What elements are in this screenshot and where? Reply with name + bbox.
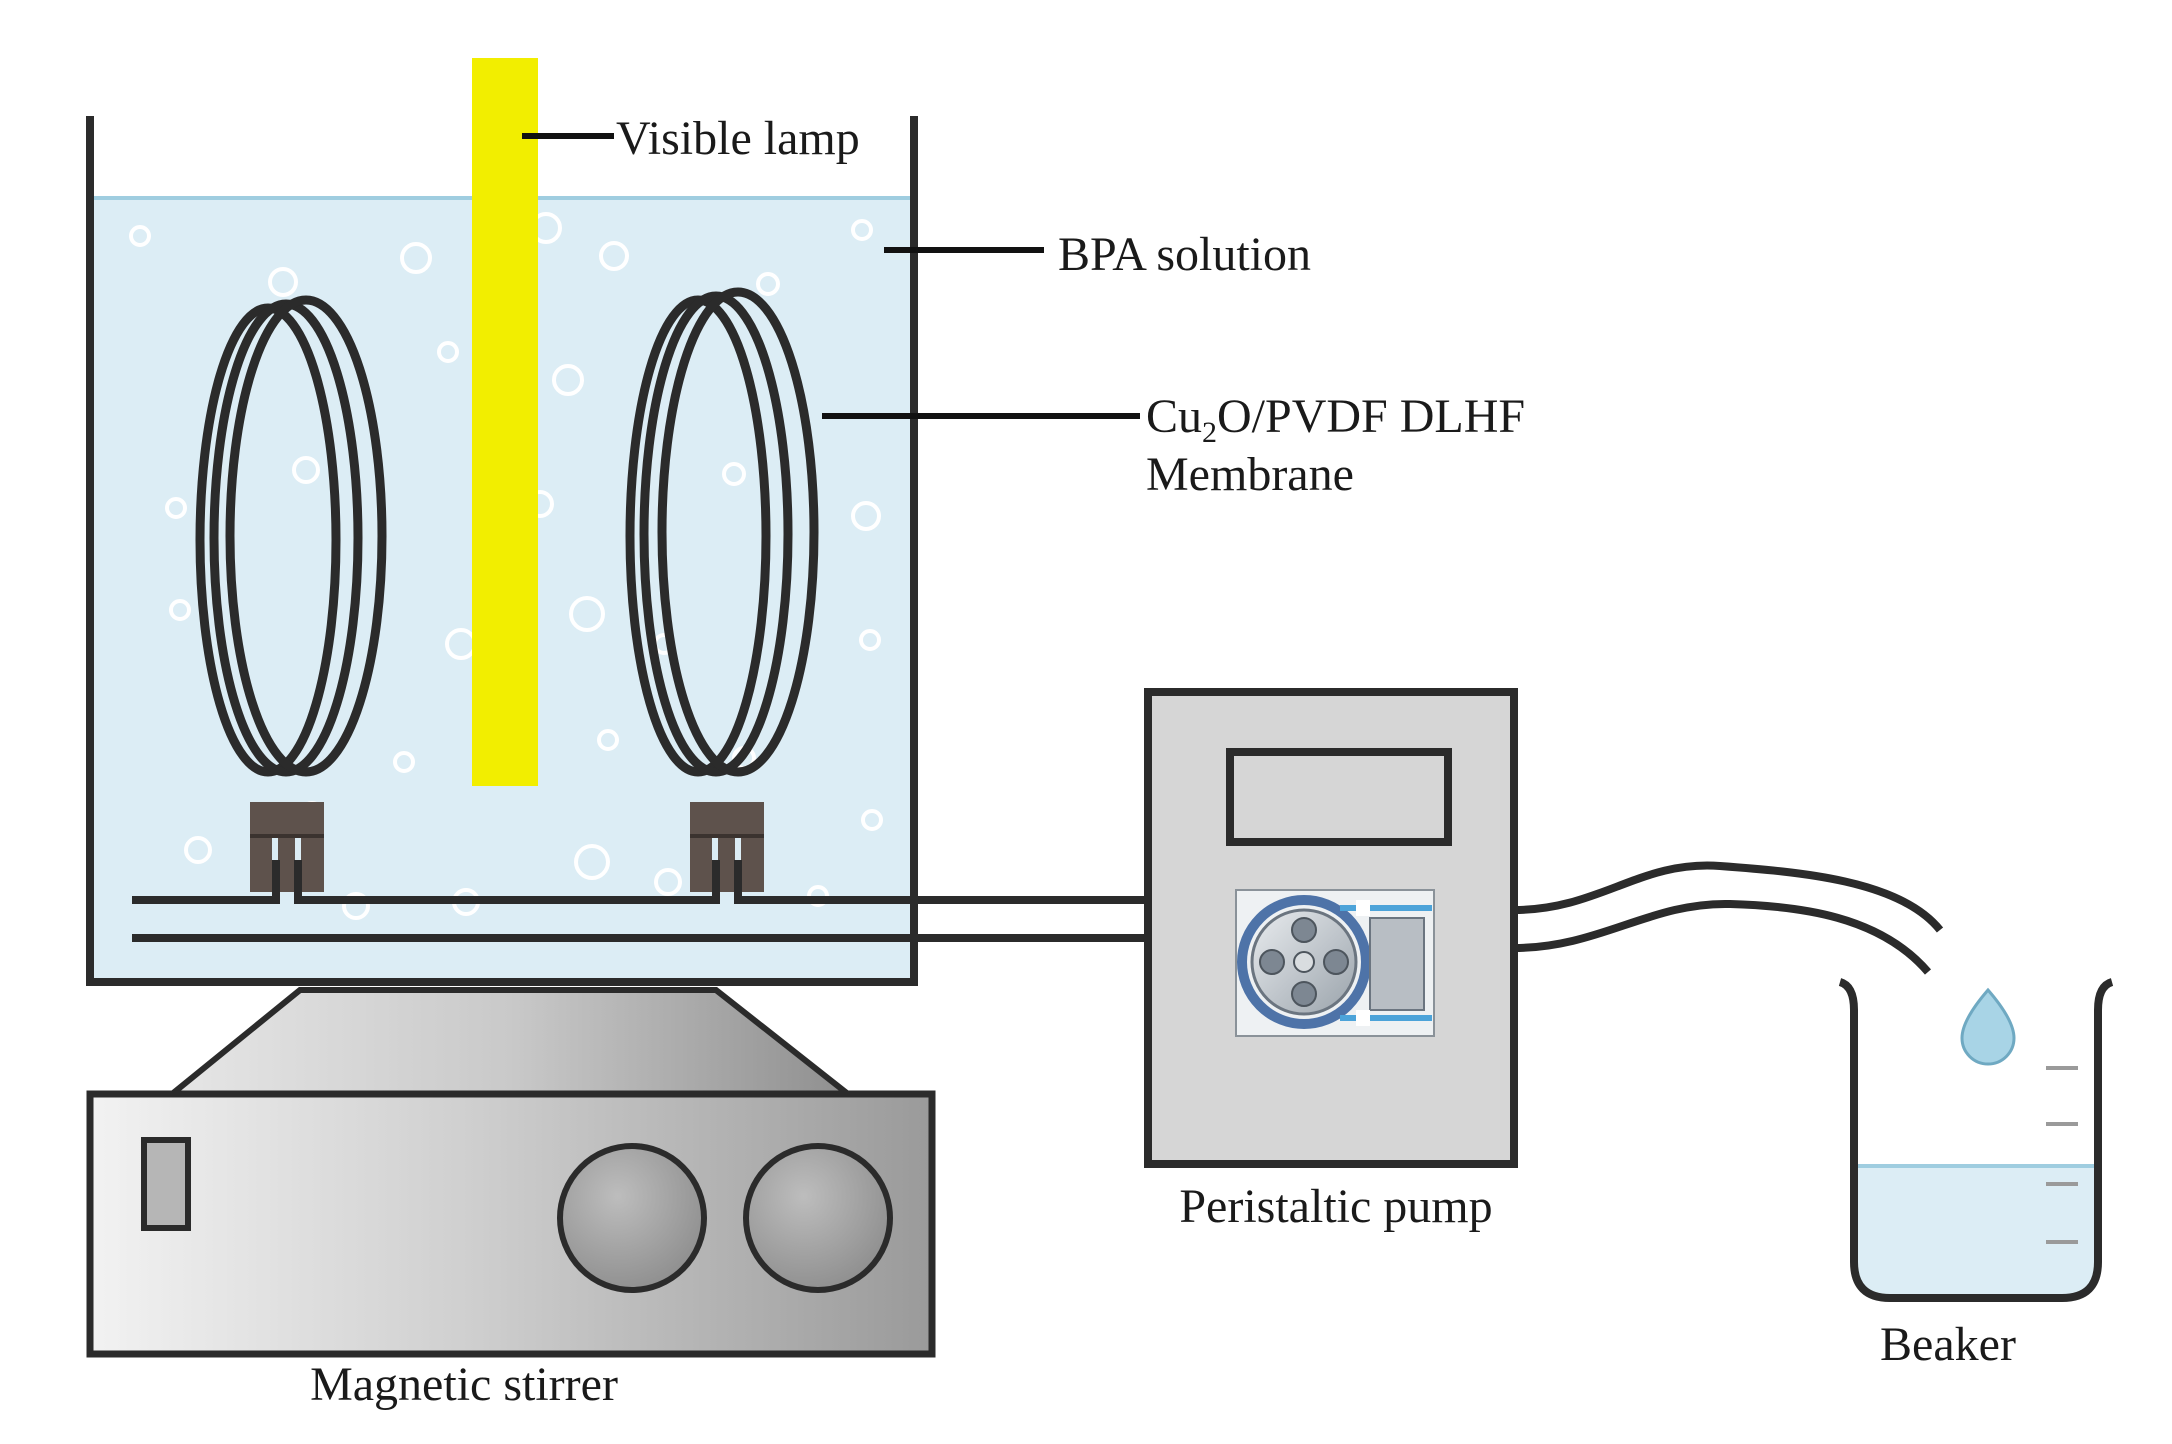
beaker	[1838, 978, 2114, 1302]
membrane-coil-left	[195, 295, 387, 777]
membrane-base-left	[250, 802, 324, 892]
label-membrane-line2: Membrane	[1146, 448, 1354, 501]
leader-lines	[522, 133, 1140, 419]
beaker-liquid	[1854, 1166, 2098, 1298]
reactor-tank	[86, 58, 1148, 986]
tank-wall	[86, 116, 918, 986]
tubing-to-beaker	[1513, 861, 1944, 975]
label-visible-lamp: Visible lamp	[616, 112, 860, 165]
magnetic-stirrer	[86, 987, 936, 1358]
membrane-formula-rest: O/PVDF DLHF	[1217, 390, 1525, 443]
pump-head	[1235, 889, 1435, 1037]
label-magnetic-stirrer: Magnetic stirrer	[310, 1358, 618, 1411]
stirrer-knob-right	[743, 1143, 893, 1293]
beaker-graduations	[2046, 1066, 2078, 1244]
membrane-coil-right	[625, 287, 819, 777]
water-droplet	[1960, 987, 2016, 1066]
pump-display	[1226, 748, 1452, 846]
beaker-wall	[1838, 978, 2114, 1302]
visible-lamp	[472, 58, 538, 786]
tubing-to-pump	[132, 860, 1148, 942]
label-bpa-solution: BPA solution	[1058, 228, 1311, 281]
label-peristaltic-pump: Peristaltic pump	[1179, 1180, 1492, 1233]
membrane-formula-main: Cu	[1146, 390, 1202, 443]
membrane-formula-subscript: 2	[1202, 416, 1217, 449]
stirrer-display	[141, 1137, 191, 1231]
stirrer-knob-left	[557, 1143, 707, 1293]
label-membrane: Cu2O/PVDF DLHF	[1146, 390, 1525, 449]
membrane-base-right	[690, 802, 764, 892]
label-beaker: Beaker	[1880, 1318, 2016, 1371]
peristaltic-pump	[1144, 688, 1518, 1168]
stirrer-top-plate	[163, 987, 857, 1097]
